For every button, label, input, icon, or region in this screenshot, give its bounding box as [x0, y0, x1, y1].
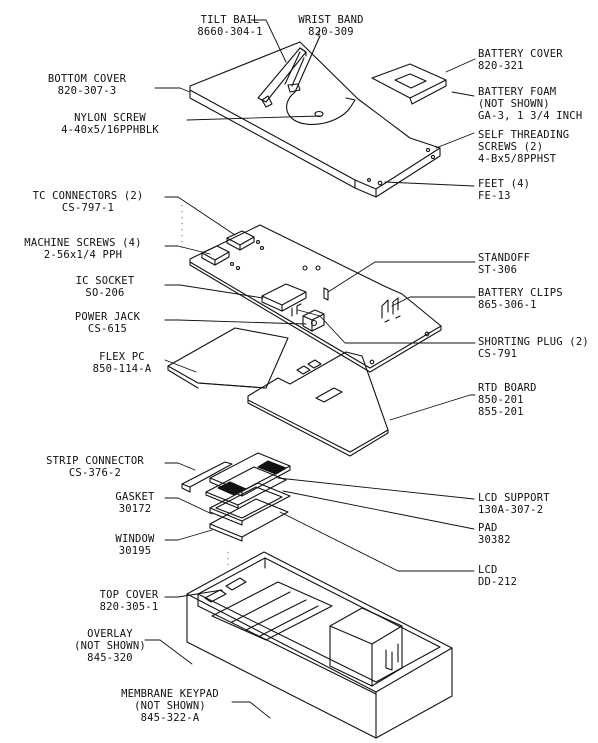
tilt-bail-part-number: 8660-304-1	[197, 26, 263, 38]
leader-lines-lower	[164, 462, 475, 572]
membrane-keypad-name: MEMBRANE KEYPAD	[121, 688, 219, 700]
overlay-note: (NOT SHOWN)	[74, 640, 146, 652]
label-machine-screws: MACHINE SCREWS (4) 2-56x1/4 PPH	[8, 237, 158, 261]
tilt-bail-name: TILT BAIL	[200, 14, 260, 26]
label-top-cover: TOP COVER 820-305-1	[92, 589, 166, 613]
membrane-keypad-note: (NOT SHOWN)	[134, 700, 206, 712]
label-gasket: GASKET 30172	[105, 491, 165, 515]
window-part-number: 30195	[118, 545, 152, 557]
rtd-board-name: RTD BOARD	[478, 382, 537, 394]
top-cover-part-number: 820-305-1	[99, 601, 159, 613]
overlay-name: OVERLAY	[87, 628, 133, 640]
standoff-part-number: ST-306	[478, 264, 518, 276]
label-rtd-board: RTD BOARD 850-201 855-201	[478, 382, 537, 418]
label-tc-connectors: TC CONNECTORS (2) CS-797-1	[18, 190, 158, 214]
battery-cover-name: BATTERY COVER	[478, 48, 563, 60]
self-threading-screws-part-number: 4-Bx5/8PPHST	[478, 153, 557, 165]
label-battery-clips: BATTERY CLIPS 865-306-1	[478, 287, 563, 311]
label-self-threading-screws: SELF THREADING SCREWS (2) 4-Bx5/8PPHST	[478, 129, 569, 165]
bottom-cover-part-number: 820-307-3	[57, 85, 117, 97]
battery-foam-note: (NOT SHOWN)	[478, 98, 550, 110]
label-lcd: LCD DD-212	[478, 564, 517, 588]
ic-socket-name: IC SOCKET	[75, 275, 135, 287]
window-name: WINDOW	[115, 533, 155, 545]
strip-connector-part-number: CS-376-2	[68, 467, 122, 479]
battery-cover-part	[371, 63, 447, 105]
label-battery-foam: BATTERY FOAM (NOT SHOWN) GA-3, 1 3/4 INC…	[478, 86, 582, 122]
label-power-jack: POWER JACK CS-615	[65, 311, 150, 335]
display-stack-part	[181, 452, 291, 542]
shorting-plug-name: SHORTING PLUG (2)	[478, 336, 589, 348]
pad-part-number: 30382	[478, 534, 511, 546]
leader-lines-bottom	[144, 589, 271, 719]
label-standoff: STANDOFF ST-306	[478, 252, 530, 276]
wrist-band-part	[286, 35, 356, 125]
lcd-support-name: LCD SUPPORT	[478, 492, 550, 504]
top-cover-part	[186, 551, 453, 739]
ic-socket-part-number: SO-206	[85, 287, 125, 299]
feet-part-number: FE-13	[478, 190, 511, 202]
self-threading-screws-name-line2: SCREWS (2)	[478, 141, 544, 153]
flex-pc-part-number: 850-114-A	[92, 363, 152, 375]
pc-board-part	[189, 224, 442, 373]
nylon-screw-part-number: 4-40x5/16PPHBLK	[61, 124, 159, 136]
label-overlay: OVERLAY (NOT SHOWN) 845-320	[74, 628, 146, 664]
label-window: WINDOW 30195	[105, 533, 165, 557]
leader-lines-top	[154, 19, 476, 187]
shorting-plug-part-number: CS-791	[478, 348, 518, 360]
label-nylon-screw: NYLON SCREW 4-40x5/16PPHBLK	[55, 112, 165, 136]
label-bottom-cover: BOTTOM COVER 820-307-3	[42, 73, 132, 97]
self-threading-screws-name: SELF THREADING	[478, 129, 570, 141]
pad-name: PAD	[478, 522, 498, 534]
label-tilt-bail: TILT BAIL 8660-304-1	[193, 14, 267, 38]
machine-screws-part-number: 2-56x1/4 PPH	[43, 249, 123, 261]
label-membrane-keypad: MEMBRANE KEYPAD (NOT SHOWN) 845-322-A	[108, 688, 232, 724]
overlay-part-number: 845-320	[87, 652, 133, 664]
feet-name: FEET (4)	[478, 178, 531, 190]
tilt-bail-part	[257, 47, 307, 108]
rtd-board-part	[247, 351, 389, 457]
power-jack-name: POWER JACK	[74, 311, 141, 323]
label-lcd-support: LCD SUPPORT 130A-307-2	[478, 492, 550, 516]
top-cover-name: TOP COVER	[99, 589, 159, 601]
label-strip-connector: STRIP CONNECTOR CS-376-2	[30, 455, 160, 479]
rtd-board-part-number: 850-201	[478, 394, 524, 406]
gasket-part-number: 30172	[118, 503, 152, 515]
lcd-part-number: DD-212	[478, 576, 518, 588]
battery-clips-name: BATTERY CLIPS	[478, 287, 563, 299]
battery-foam-part-number: GA-3, 1 3/4 INCH	[478, 110, 583, 122]
tc-connectors-part-number: CS-797-1	[61, 202, 115, 214]
label-feet: FEET (4) FE-13	[478, 178, 530, 202]
tc-connectors-name: TC CONNECTORS (2)	[32, 190, 144, 202]
bottom-cover-name: BOTTOM COVER	[47, 73, 127, 85]
lcd-name: LCD	[478, 564, 498, 576]
battery-foam-name: BATTERY FOAM	[478, 86, 557, 98]
power-jack-part-number: CS-615	[87, 323, 128, 335]
wrist-band-name: WRIST BAND	[298, 14, 364, 26]
bottom-cover-part	[189, 41, 441, 198]
machine-screws-name: MACHINE SCREWS (4)	[24, 237, 142, 249]
lcd-support-part-number: 130A-307-2	[478, 504, 544, 516]
leader-lines-middle	[164, 196, 476, 421]
battery-clips-part-number: 865-306-1	[478, 299, 537, 311]
label-pad: PAD 30382	[478, 522, 511, 546]
wrist-band-part-number: 820-309	[308, 26, 354, 38]
standoff-name: STANDOFF	[478, 252, 531, 264]
battery-cover-part-number: 820-321	[478, 60, 524, 72]
label-shorting-plug: SHORTING PLUG (2) CS-791	[478, 336, 589, 360]
strip-connector-name: STRIP CONNECTOR	[46, 455, 144, 467]
flex-pc-name: FLEX PC	[99, 351, 145, 363]
label-ic-socket: IC SOCKET SO-206	[60, 275, 150, 299]
label-wrist-band: WRIST BAND 820-309	[296, 14, 366, 38]
label-battery-cover: BATTERY COVER 820-321	[478, 48, 563, 72]
gasket-name: GASKET	[115, 491, 155, 503]
rtd-board-part-number-alt: 855-201	[478, 406, 524, 418]
flex-pc-part	[167, 327, 289, 389]
label-flex-pc: FLEX PC 850-114-A	[82, 351, 162, 375]
membrane-keypad-part-number: 845-322-A	[140, 712, 200, 724]
nylon-screw-name: NYLON SCREW	[74, 112, 146, 124]
